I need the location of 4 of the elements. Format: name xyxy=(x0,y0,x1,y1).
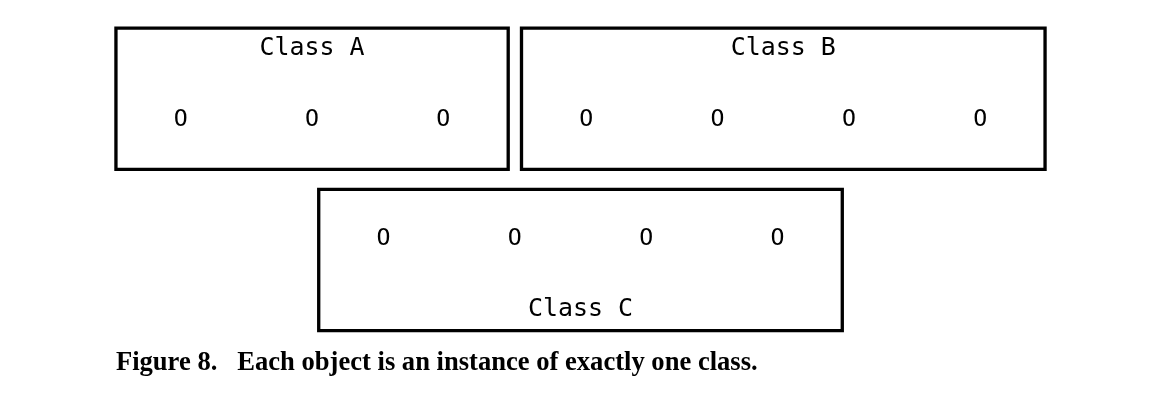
node-box: Class A O O O xyxy=(114,26,510,172)
node-box: Class C O O O O xyxy=(317,187,844,333)
node-box: Class B O O O O xyxy=(519,26,1047,172)
caption: Figure 8. Each object is an instance of exactly one class. xyxy=(115,346,758,377)
